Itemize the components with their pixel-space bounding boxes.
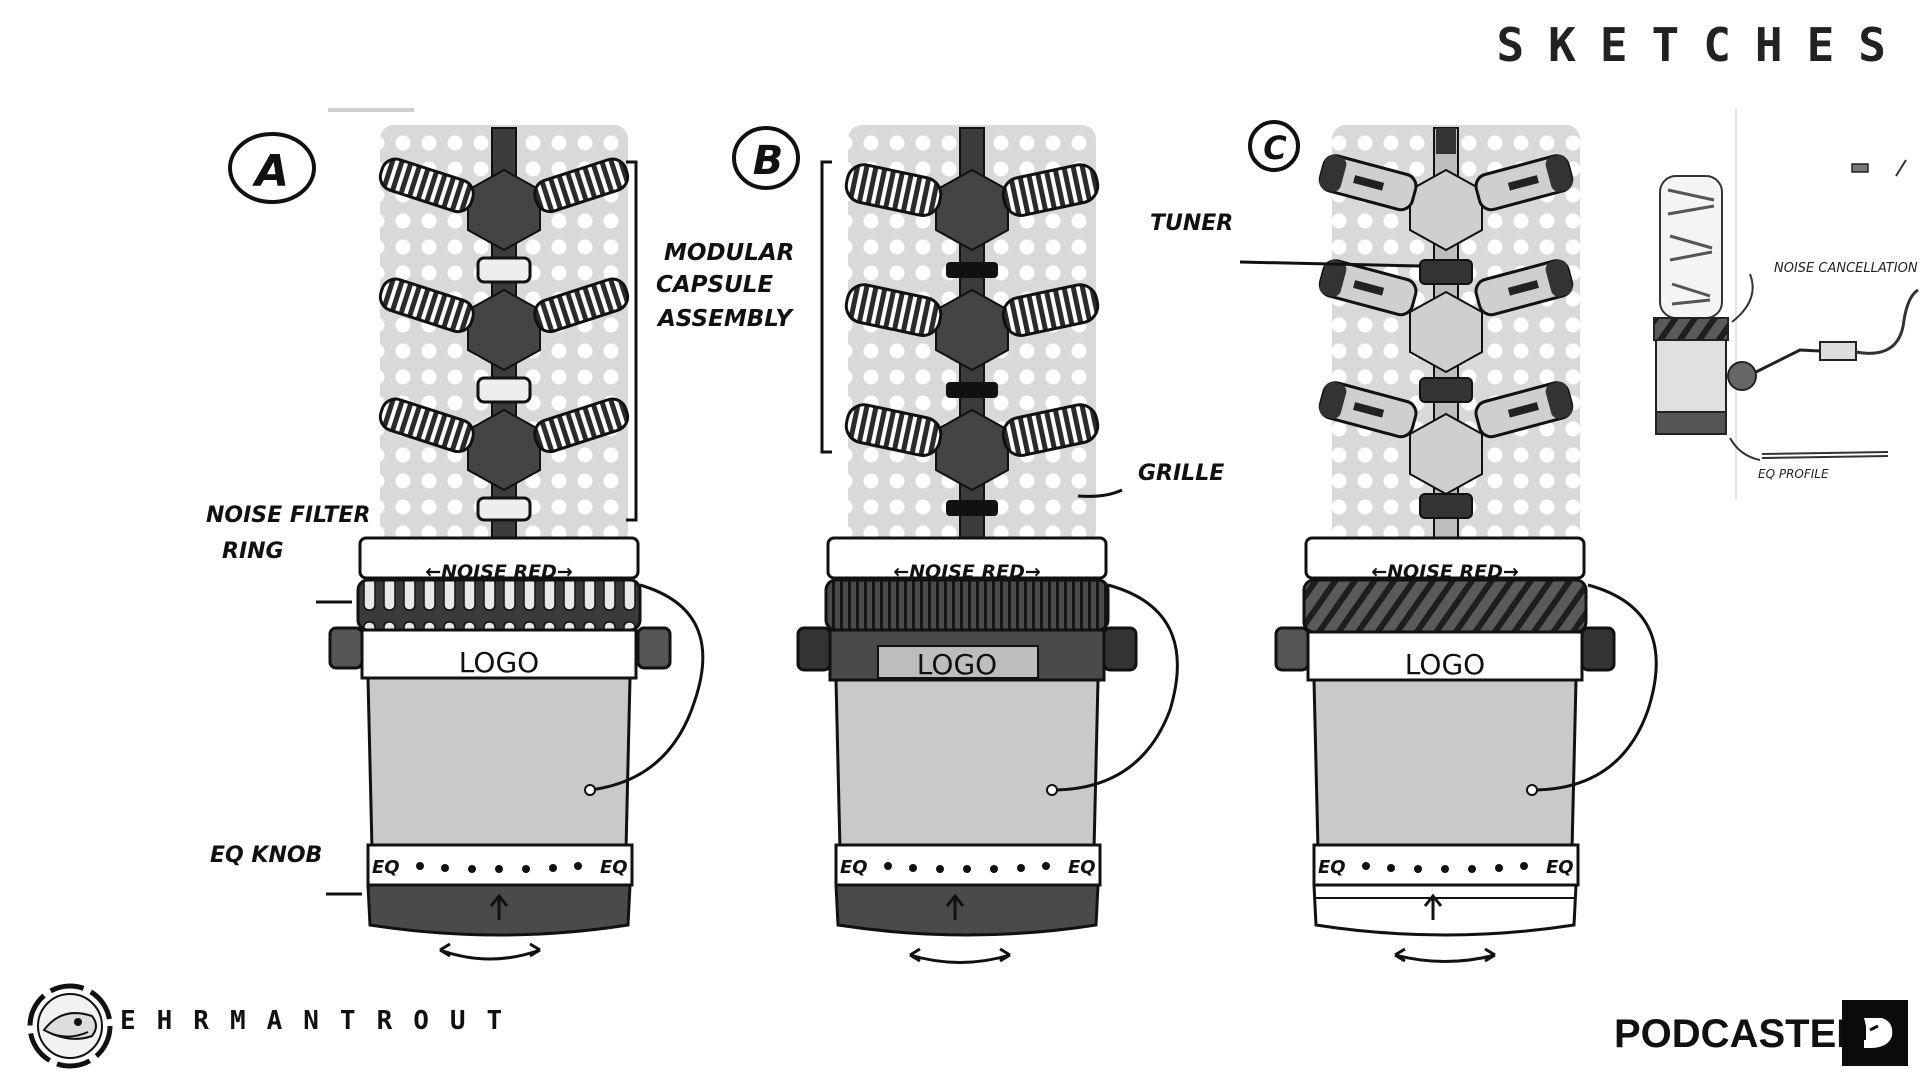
capsule-tier (844, 403, 1100, 516)
rotate-arrow-icon (909, 947, 1011, 964)
eq-profile-label: EQ PROFILE (1758, 467, 1829, 481)
concept-a-sketch: ←NOISE RED→ LOGO EQ EQ (328, 108, 705, 961)
side-knob-left (1274, 626, 1310, 672)
eq-left-label: EQ (840, 857, 868, 878)
cable (589, 583, 705, 792)
body-shell (834, 678, 1100, 852)
eq-knob-annotation: EQ KNOB (210, 843, 362, 896)
noise-red-label: ←NOISE RED→ (425, 561, 573, 583)
noise-filter-line-2: RING (222, 539, 284, 564)
noise-filter-annotation: NOISE FILTER RING (206, 503, 370, 604)
rotate-arrow-icon (1394, 947, 1496, 963)
noise-filter-line-1: NOISE FILTER (206, 503, 370, 528)
bracket-b (820, 160, 832, 454)
eq-right-label: EQ (600, 857, 628, 878)
body-shell (1312, 678, 1578, 852)
eq-dial-band (1312, 843, 1580, 887)
grille-annotation: GRILLE (1077, 461, 1224, 498)
eq-right-label: EQ (1068, 857, 1096, 878)
rotate-arrow-icon (439, 942, 541, 961)
side-knob-right (1102, 626, 1138, 672)
capsule-tier (844, 163, 1100, 278)
eq-knob-label: EQ KNOB (210, 843, 322, 868)
logo-label: LOGO (917, 648, 997, 681)
badge-b: B (732, 126, 800, 190)
product-name: PODCASTER (1614, 1012, 1866, 1056)
noise-filter-ring (1302, 578, 1588, 634)
side-view-sketch: NOISE CANCELLATION EQ PROFILE (1653, 108, 1919, 500)
badge-a: A (228, 132, 316, 204)
brand-wordmark: EHRMANTROUT (120, 1006, 524, 1036)
arrow-up-icon (1423, 893, 1443, 920)
p-monogram-glyph (1864, 1018, 1893, 1048)
concept-c-sketch: ←NOISE RED→ LOGO EQ EQ (1274, 125, 1658, 963)
concept-b-sketch: ←NOISE RED→ LOGO EQ EQ (796, 125, 1179, 964)
eq-knob (834, 883, 1100, 937)
arrow-up-icon (489, 893, 509, 920)
p-monogram-icon (1842, 1000, 1908, 1066)
eq-dots (884, 862, 1050, 873)
eq-dial-band (366, 843, 634, 887)
top-rim (1304, 536, 1586, 580)
cable-jack (1046, 784, 1058, 796)
capsule-tier (378, 397, 630, 522)
side-knob-left (328, 626, 364, 670)
logo-label: LOGO (459, 646, 539, 679)
logo-label: LOGO (1405, 648, 1485, 681)
eq-dial-band (834, 843, 1102, 887)
tuner-annotation: TUNER (1150, 211, 1421, 268)
side-knob-right (636, 626, 672, 670)
badge-b-label: B (753, 138, 784, 184)
modular-line-3: ASSEMBLY (656, 306, 794, 332)
cable-jack (1526, 784, 1538, 796)
cable (1531, 583, 1658, 792)
fish-head-emblem-icon (27, 983, 113, 1069)
eq-left-label: EQ (372, 857, 400, 878)
side-knob-left (796, 626, 832, 672)
cable-jack (584, 784, 596, 796)
logo-plate (877, 645, 1039, 679)
modular-line-2: CAPSULE (656, 272, 773, 298)
badge-a-label: A (252, 146, 289, 197)
capsule-tier (378, 277, 630, 404)
body-shell (366, 676, 632, 852)
eq-dots (1362, 862, 1528, 873)
noise-red-label: ←NOISE RED→ (893, 561, 1041, 583)
noise-filter-ring (356, 578, 642, 632)
side-knob-right (1580, 626, 1616, 672)
tuner-label: TUNER (1150, 211, 1233, 236)
top-rim (358, 536, 640, 580)
modular-annotation: MODULAR CAPSULE ASSEMBLY (626, 160, 794, 522)
noise-red-label: ←NOISE RED→ (1371, 561, 1519, 583)
eq-left-label: EQ (1318, 857, 1346, 878)
capsule-tier (1318, 381, 1574, 519)
sketch-stroke (328, 108, 414, 112)
noise-filter-ring (824, 578, 1110, 632)
capsule-tier (844, 283, 1100, 398)
page-title: SKETCHES (1496, 18, 1910, 72)
noise-cancellation-label: NOISE CANCELLATION (1774, 261, 1918, 276)
top-rim (826, 536, 1108, 580)
arrow-up-icon (945, 893, 965, 920)
grille-label: GRILLE (1138, 461, 1224, 486)
badge-c: C (1248, 120, 1300, 172)
capsule-tier (378, 157, 630, 284)
cable (1051, 583, 1179, 792)
modular-line-1: MODULAR (664, 240, 794, 266)
eq-dots (416, 862, 582, 873)
eq-knob (1312, 883, 1578, 937)
eq-right-label: EQ (1546, 857, 1574, 878)
stem-cap (1436, 128, 1456, 154)
badge-c-label: C (1263, 129, 1287, 167)
capsule-tier (1318, 154, 1574, 285)
capsule-tier (1318, 259, 1574, 403)
